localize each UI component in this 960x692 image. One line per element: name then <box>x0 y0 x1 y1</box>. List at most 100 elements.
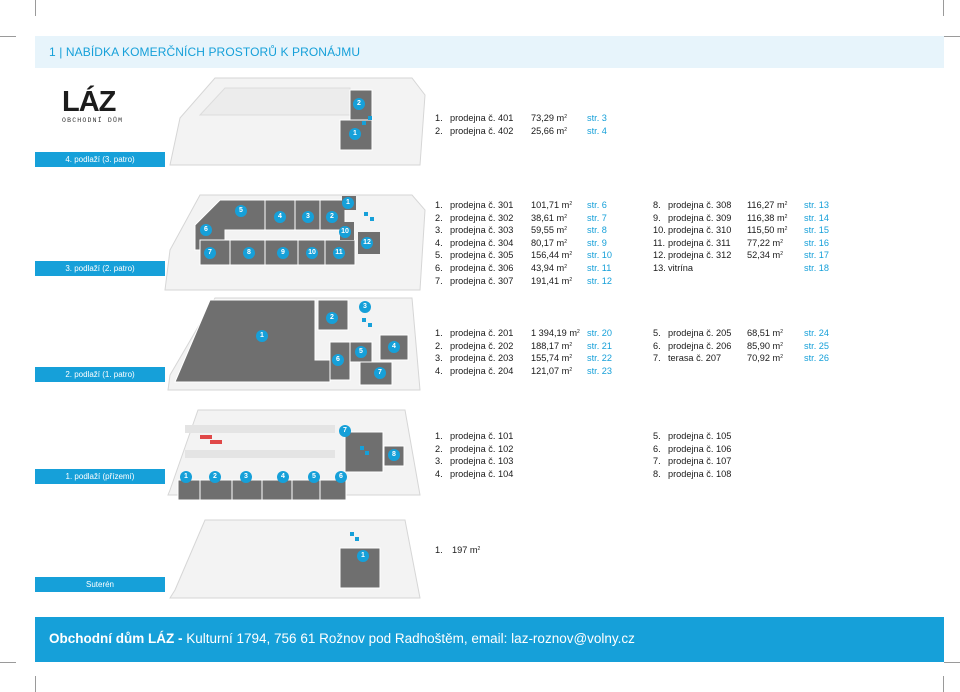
unit-badge: 2 <box>209 471 221 483</box>
unit-badge: 8 <box>243 247 255 259</box>
unit-area: 188,17 m2 <box>531 340 572 353</box>
unit-number: 4. <box>435 365 443 376</box>
unit-area-value: 70,92 m <box>747 353 781 364</box>
unit-area-sup: 2 <box>780 354 783 361</box>
unit-page: str. 18 <box>804 262 830 273</box>
unit-area-sup: 2 <box>784 201 788 207</box>
unit-number: 8. <box>653 468 661 479</box>
unit-area-value: 115,50 m <box>747 225 785 236</box>
unit-number: 5. <box>653 431 661 441</box>
unit-area-sup: 2 <box>784 213 788 220</box>
unit-area-value: 1 394,19 m <box>531 328 577 338</box>
unit-name: prodejna č. 304 <box>450 237 514 248</box>
unit-number: 2. <box>435 340 443 351</box>
unit-area-sup: 2 <box>569 354 573 361</box>
unit-badge: 4 <box>277 471 289 483</box>
unit-name: prodejna č. 309 <box>668 212 732 223</box>
unit-number: 12. <box>653 250 666 261</box>
unit-number: 9. <box>653 212 661 223</box>
unit-number: 2. <box>435 125 443 136</box>
unit-badge: 7 <box>339 425 351 437</box>
unit-name: prodejna č. 310 <box>668 225 732 236</box>
unit-badge: 9 <box>277 247 289 259</box>
unit-page: str. 15 <box>804 225 830 236</box>
unit-area: 85,90 m2 <box>747 340 783 353</box>
unit-number: 3. <box>435 456 443 467</box>
crop-mark <box>944 36 960 37</box>
unit-page: str. 12 <box>587 275 613 286</box>
unit-name: prodejna č. 105 <box>668 431 732 441</box>
unit-number: 7. <box>653 353 661 364</box>
unit-area-sup: 2 <box>569 251 573 258</box>
unit-area-sup: 2 <box>564 263 567 270</box>
unit-area-sup: 2 <box>569 276 573 283</box>
unit-name: prodejna č. 107 <box>668 456 732 467</box>
unit-area-value: 155,74 m <box>531 353 570 364</box>
unit-badge: 6 <box>335 471 347 483</box>
unit-number: 6. <box>435 262 443 273</box>
unit-page: str. 11 <box>587 262 612 273</box>
unit-badge: 2 <box>326 211 338 223</box>
unit-area: 191,41 m2 <box>531 275 572 288</box>
unit-area-sup: 2 <box>569 341 573 348</box>
unit-list-basement: 1.197 m2 <box>435 544 635 557</box>
unit-number: 5. <box>653 328 661 338</box>
unit-number: 1. <box>435 545 443 555</box>
unit-number: 4. <box>435 237 443 248</box>
unit-number: 1. <box>435 200 443 210</box>
unit-number: 4. <box>435 468 443 479</box>
floor-label-basement: Suterén <box>35 577 165 592</box>
unit-badge: 6 <box>332 354 344 366</box>
unit-page: str. 25 <box>804 340 830 351</box>
unit-badge: 5 <box>235 205 247 217</box>
unit-badge: 7 <box>374 367 386 379</box>
unit-number: 13. <box>653 262 666 273</box>
unit-name: prodejna č. 202 <box>450 340 514 351</box>
unit-badge: 1 <box>349 128 361 140</box>
unit-badge: 2 <box>353 98 365 110</box>
crop-mark <box>0 662 16 663</box>
unit-area-sup: 2 <box>564 238 567 245</box>
unit-area-value: 73,29 m <box>531 113 565 123</box>
unit-badge: 11 <box>333 247 345 259</box>
unit-row: 5. prodejna č. 105 <box>653 430 853 443</box>
unit-badge: 4 <box>388 341 400 353</box>
unit-area-value: 116,38 m <box>747 212 785 223</box>
unit-page: str. 23 <box>587 365 613 376</box>
unit-page: str. 14 <box>804 212 830 223</box>
unit-number: 11. <box>653 237 666 248</box>
unit-name: prodejna č. 308 <box>668 200 732 210</box>
page-header: 1 | NABÍDKA KOMERČNÍCH PROSTORŮ K PRONÁJ… <box>35 36 944 68</box>
unit-area-value: 85,90 m <box>747 340 781 351</box>
unit-area: 38,61 m2 <box>531 212 567 225</box>
unit-area-value: 191,41 m <box>531 275 570 286</box>
unit-name: prodejna č. 205 <box>668 328 732 338</box>
unit-name: prodejna č. 201 <box>450 328 514 338</box>
unit-area: 155,74 m2 <box>531 352 572 365</box>
unit-name: prodejna č. 306 <box>450 262 514 273</box>
unit-page: str. 3 <box>587 113 607 123</box>
unit-name: prodejna č. 311 <box>668 237 731 248</box>
floor-plan-2 <box>167 297 421 391</box>
unit-number: 3. <box>435 225 443 236</box>
unit-page: str. 4 <box>587 125 607 136</box>
unit-name: prodejna č. 305 <box>450 250 514 261</box>
unit-number: 2. <box>435 443 443 454</box>
unit-row: 1.197 m2 <box>435 544 635 557</box>
unit-number: 7. <box>653 456 661 467</box>
unit-area: 1 394,19 m2 <box>531 327 580 340</box>
unit-badge: 12 <box>361 237 373 249</box>
unit-name: prodejna č. 204 <box>450 365 514 376</box>
unit-number: 7. <box>435 275 443 286</box>
unit-badge: 1 <box>256 330 268 342</box>
unit-name: prodejna č. 301 <box>450 200 514 210</box>
unit-badge: 3 <box>240 471 252 483</box>
unit-area-value: 43,94 m <box>531 262 565 273</box>
unit-area: 116,27 m2 <box>747 199 787 212</box>
